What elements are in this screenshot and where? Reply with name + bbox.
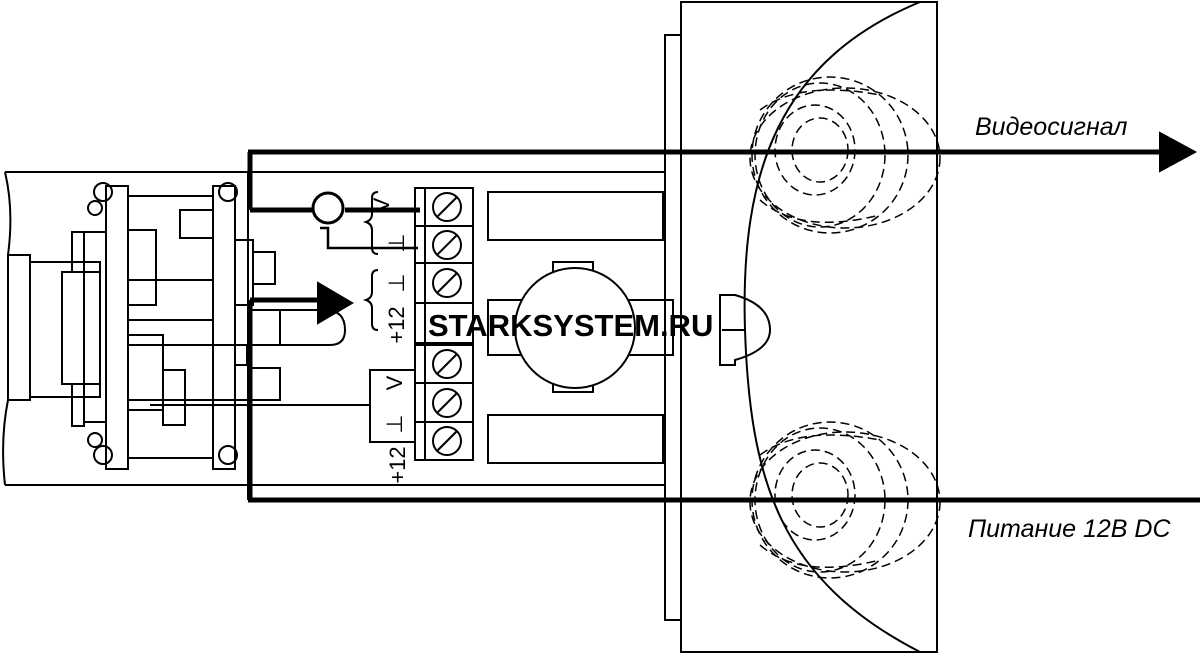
brace-top — [362, 191, 379, 255]
coax-symbol — [311, 191, 418, 250]
power-supply-label: Питание 12В DC — [968, 515, 1171, 543]
watermark: STARKSYSTEM.RU — [428, 308, 714, 343]
terminal-block-top — [414, 187, 474, 264]
term-bot-plus: +12 — [385, 446, 410, 483]
term-bot-v: V — [382, 375, 407, 390]
term-bot-gnd: ⊥ — [382, 414, 407, 433]
brace-middle — [362, 269, 379, 331]
term-top-gnd: ⊥ — [384, 233, 409, 252]
power-arrow — [317, 281, 354, 325]
terminal-plates — [487, 191, 772, 464]
term-mid-plus: +12 — [384, 306, 409, 343]
terminal-block-bottom — [369, 344, 474, 461]
terminal-block-middle — [414, 262, 474, 344]
video-signal-label: Видеосигнал — [975, 113, 1128, 141]
camera-body — [2, 171, 281, 486]
cable-gland-top — [749, 76, 941, 234]
term-mid-gnd: ⊥ — [384, 273, 409, 292]
jumper-loop — [280, 309, 347, 346]
video-cable — [247, 149, 1165, 213]
power-cable — [247, 297, 1200, 503]
video-arrow — [1159, 131, 1198, 173]
term-top-v: V — [369, 197, 394, 212]
